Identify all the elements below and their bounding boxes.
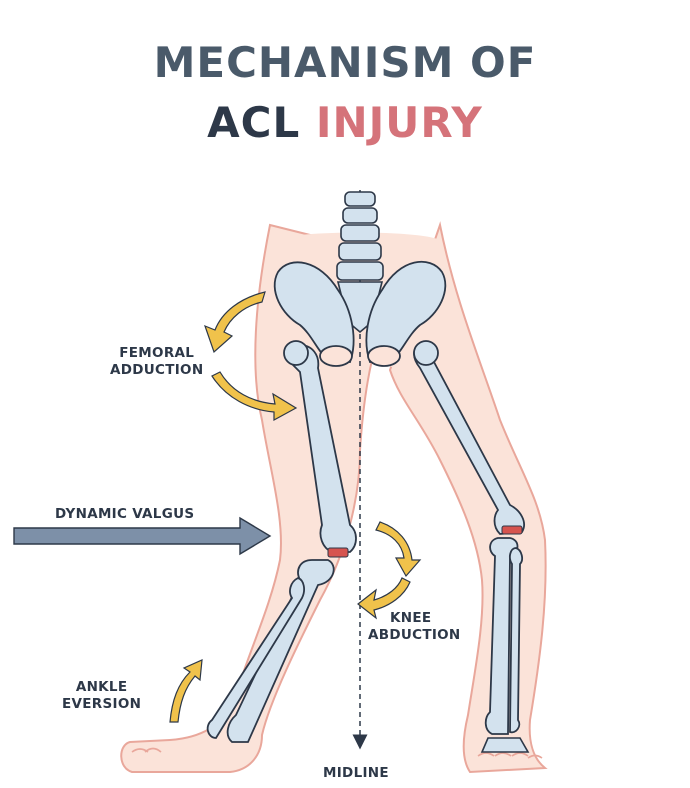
label-femoral-adduction: FEMORAL ADDUCTION	[110, 345, 203, 379]
femoral-adduction-arrows	[204, 291, 298, 422]
foot-toes	[131, 747, 543, 759]
right-knee-injury	[501, 525, 523, 535]
label-knee-abduction: KNEE ABDUCTION	[368, 610, 461, 644]
knee-abduction-arrows	[357, 521, 422, 620]
left-tibia-fibula	[206, 559, 335, 743]
label-knee: KNEE	[390, 610, 432, 626]
label-eversion: EVERSION	[62, 696, 142, 712]
label-abduction: ABDUCTION	[368, 627, 461, 643]
label-ankle: ANKLE	[75, 679, 128, 695]
left-knee-injury	[327, 547, 349, 558]
right-foot-bones	[480, 737, 530, 753]
right-tibia-fibula	[484, 537, 523, 735]
label-adduction: ADDUCTION	[110, 362, 204, 378]
title-line-2: ACL INJURY	[0, 98, 690, 148]
ankle-eversion-arrow	[169, 659, 203, 723]
label-ankle-eversion: ANKLE EVERSION	[62, 679, 141, 713]
spine	[336, 191, 384, 334]
title-injury: INJURY	[315, 98, 483, 147]
pelvis	[273, 260, 447, 367]
dynamic-valgus-arrow	[13, 516, 272, 556]
label-femoral: FEMORAL	[119, 345, 195, 361]
title-acl: ACL	[207, 98, 301, 147]
label-dynamic-valgus: DYNAMIC VALGUS	[55, 506, 195, 522]
title-line-1: MECHANISM OF	[153, 38, 537, 87]
label-midline: MIDLINE	[323, 765, 389, 781]
